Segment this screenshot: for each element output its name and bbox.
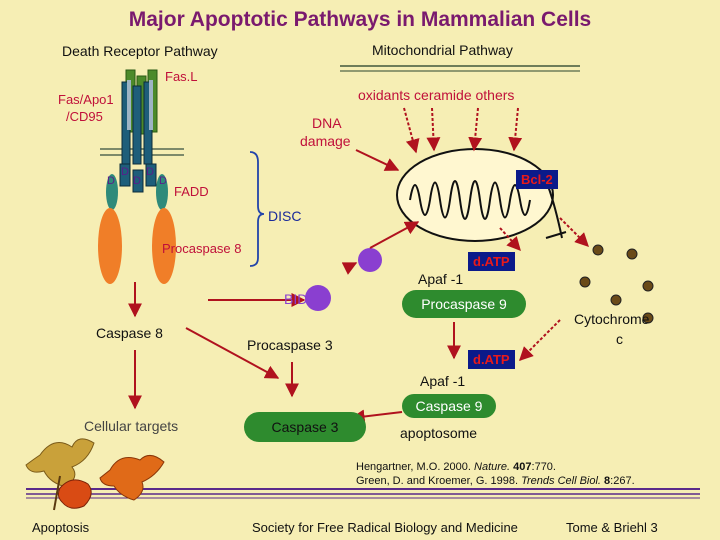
reference-2-pages: :267.	[610, 475, 635, 487]
mitochondrial-header: Mitochondrial Pathway	[372, 42, 513, 58]
reference-1-authors: Hengartner, M.O. 2000.	[356, 461, 475, 473]
death-domain-label-1: D	[107, 175, 115, 187]
purple-molecule-top	[358, 248, 382, 272]
procaspase-8-label: Procaspase 8	[162, 241, 242, 256]
apoptosome-label: apoptosome	[400, 425, 478, 441]
dna-damage-label-2: damage	[300, 133, 351, 149]
reference-1-pages: :770.	[531, 461, 556, 473]
caspase-3-pill: Caspase 3	[244, 412, 366, 442]
reference-2-journal: Trends Cell Biol.	[521, 475, 601, 487]
reference-1-volume: 407	[510, 461, 532, 473]
death-domain-label-4: D	[146, 166, 154, 178]
cytochrome-label-1: Cytochrome	[574, 311, 650, 327]
bcl2-inhibition	[545, 185, 567, 239]
reference-2-volume: 8	[600, 475, 611, 487]
death-domains	[119, 163, 157, 193]
reference-2: Green, D. and Kroemer, G. 1998. Trends C…	[356, 474, 635, 488]
fas-receptor	[121, 80, 153, 165]
datp-badge-bottom: d.ATP	[468, 350, 515, 369]
dna-damage-label-1: DNA	[312, 115, 342, 131]
autumn-leaves-illustration	[25, 438, 165, 511]
bid-label: BID	[284, 291, 308, 307]
footer-left: Apoptosis	[32, 520, 90, 535]
reference-1-journal: Nature.	[474, 461, 511, 473]
cell-membrane	[100, 148, 184, 156]
fas-receptor-label-1: Fas/Apo1	[58, 92, 114, 107]
mitochondrial-header-rule	[340, 65, 580, 72]
cytochrome-label-2: c	[616, 331, 623, 347]
fas-receptor-label-2: /CD95	[66, 109, 103, 124]
procaspase-9-pill: Procaspase 9	[402, 290, 526, 318]
datp-badge-top: d.ATP	[468, 252, 515, 271]
caspase-8-label: Caspase 8	[96, 325, 163, 341]
bid-circle	[305, 285, 331, 311]
reference-2-authors: Green, D. and Kroemer, G. 1998.	[356, 475, 522, 487]
apaf1-label-top: Apaf -1	[418, 271, 464, 287]
reference-1: Hengartner, M.O. 2000. Nature. 407:770.	[356, 460, 556, 474]
procaspase-8-shape	[98, 208, 176, 284]
death-domain-label-3: D	[133, 175, 141, 187]
bcl2-badge: Bcl-2	[516, 170, 558, 189]
caspase-9-pill: Caspase 9	[402, 394, 496, 418]
disc-label: DISC	[268, 208, 302, 224]
fadd-proteins	[106, 174, 168, 210]
death-domain-label-5: D	[159, 175, 167, 187]
cellular-targets-label: Cellular targets	[84, 418, 179, 434]
mitochondrion	[396, 148, 554, 242]
apaf1-label-bottom: Apaf -1	[420, 373, 466, 389]
footer-center: Society for Free Radical Biology and Med…	[252, 520, 518, 535]
page-title: Major Apoptotic Pathways in Mammalian Ce…	[128, 8, 592, 31]
pathway-arrows	[128, 107, 589, 424]
procaspase-3-label: Procaspase 3	[247, 337, 333, 353]
fadd-label: FADD	[174, 184, 209, 199]
death-domain-label-2: D	[121, 166, 129, 178]
fasl-label: Fas.L	[165, 69, 198, 84]
stimuli-label: oxidants ceramide others	[358, 87, 515, 103]
cytochrome-c-molecules	[579, 244, 654, 324]
disc-bracket	[249, 151, 265, 267]
death-receptor-header: Death Receptor Pathway	[62, 43, 218, 59]
footer-right: Tome & Briehl 3	[566, 520, 658, 535]
